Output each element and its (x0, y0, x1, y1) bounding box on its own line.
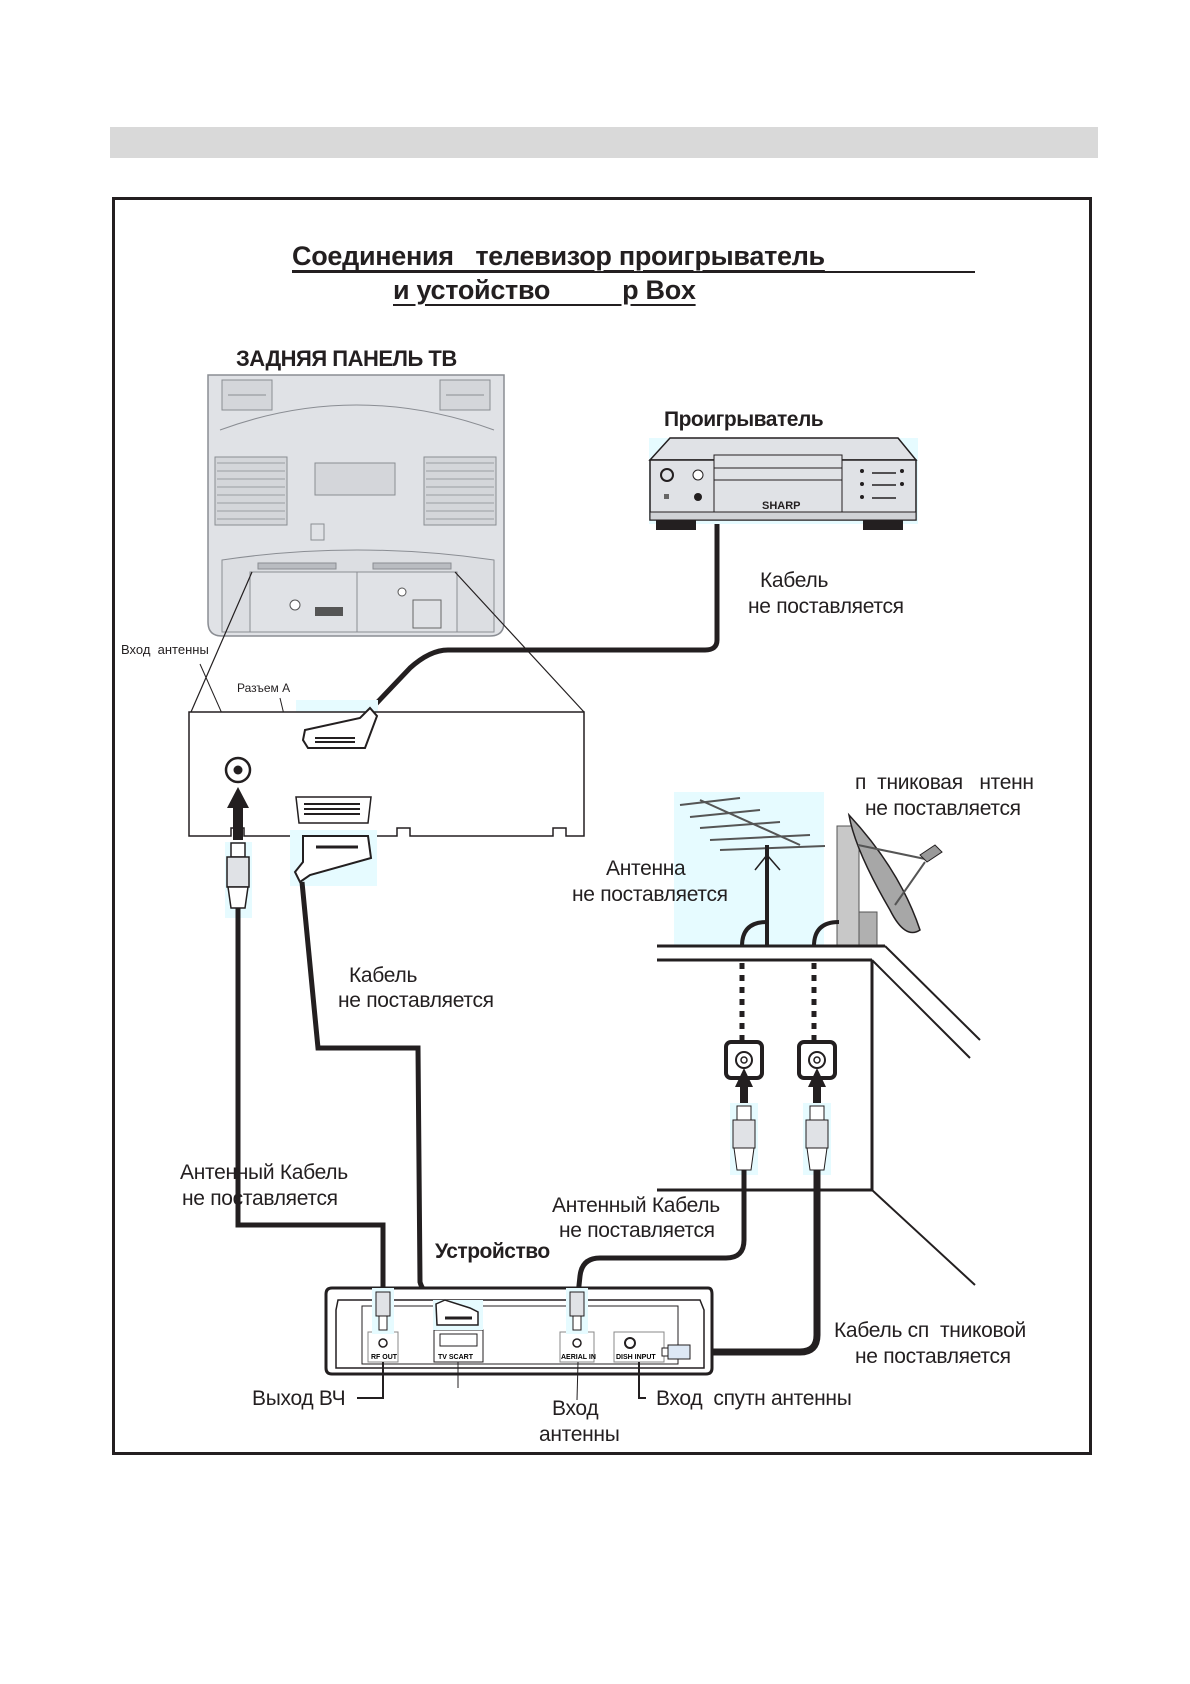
scart-cable-label: Кабель (349, 964, 418, 987)
page-title-line1: Соединения телевизор проигрыватель (292, 241, 825, 271)
arrow-up-icon (227, 787, 249, 840)
tv-back-panel (207, 374, 505, 637)
satellite-dish-note: не поставляется (865, 797, 1021, 820)
player-label: Проигрыватель (664, 408, 824, 431)
player-scart-cable (370, 524, 720, 710)
wall-coax-plugs (730, 1103, 831, 1175)
tv-ant-socket-icon (289, 599, 301, 611)
player-brand: SHARP (762, 500, 801, 512)
satellite-cable (688, 1170, 821, 1356)
antenna-cable-left-label: Антенный Кабель (180, 1161, 348, 1184)
terrestrial-antenna (674, 792, 826, 947)
rf-out-label: Выход ВЧ (252, 1387, 346, 1410)
port-dish-input: DISH INPUT (616, 1354, 656, 1361)
aerial-in-label-1: Вход (552, 1397, 599, 1420)
satellite-dish-label: п тниковая нтенн (855, 771, 1034, 794)
page-title-line2: и устойство р Box (393, 275, 696, 305)
antenna-cable-left-note: не поставляется (182, 1187, 338, 1210)
antenna-note: не поставляется (572, 883, 728, 906)
antenna-cable-right (575, 1170, 747, 1296)
satellite-cable-note: не поставляется (855, 1345, 1011, 1368)
tv-back-panel-label: ЗАДНЯЯ ПАНЕЛЬ ТВ (236, 346, 457, 371)
wall-socket-antenna-icon (724, 1040, 764, 1080)
header-bar (110, 127, 1098, 158)
connector-a-label: Разъем А (237, 681, 291, 695)
scart-cable (299, 881, 434, 1302)
aerial-in-label-2: антенны (539, 1423, 620, 1446)
scart-cable-note: не поставляется (338, 989, 494, 1012)
antenna-cable-right-label: Антенный Кабель (552, 1194, 720, 1217)
coax-plug-icon (226, 856, 250, 888)
antenna-cable-right-note: не поставляется (559, 1219, 715, 1242)
satellite-cable-label: Кабель сп тниковой (834, 1319, 1026, 1342)
satellite-dish (812, 812, 943, 947)
dvd-player: SHARP (648, 437, 918, 530)
dish-input-label: Вход спутн антенны (656, 1387, 852, 1410)
player-cable-label: Кабель (760, 569, 829, 592)
antenna-label: Антенна (606, 857, 686, 880)
tv-scart-socket-icon (315, 607, 343, 616)
antenna-input-label: Вход антенны (121, 642, 209, 657)
port-tv-scart: TV SCART (438, 1354, 474, 1361)
diagram-frame (112, 197, 1092, 1455)
port-aerial-in: AERIAL IN (561, 1354, 596, 1361)
antenna-cable-left (235, 908, 386, 1295)
player-cable-note: не поставляется (748, 595, 904, 618)
tv-connector-panel (188, 700, 585, 918)
port-rf-out: RF OUT (371, 1354, 398, 1361)
device-label: Устройство (435, 1240, 550, 1263)
receiver-device: RF OUT TV SCART AERIAL IN DISH INPUT (324, 1286, 714, 1376)
